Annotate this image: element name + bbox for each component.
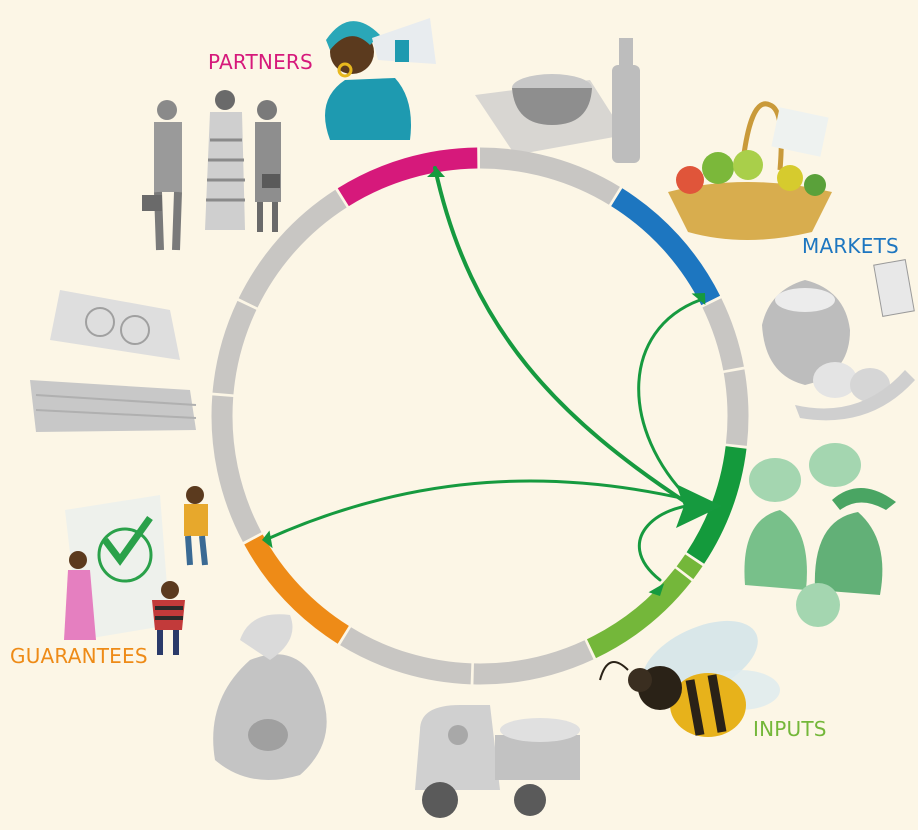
- ring-segment-inputs-light: [586, 568, 692, 659]
- flow-arrowhead-inputs: [676, 484, 722, 528]
- ring-segment-inputs-light: [676, 554, 703, 580]
- ring-segment-inputs: [686, 446, 747, 564]
- guarantee-certificate-illustration: [64, 486, 208, 655]
- label-markets: MARKETS: [802, 234, 899, 258]
- label-partners: PARTNERS: [208, 50, 313, 74]
- flow-start-guarantees: [262, 530, 273, 549]
- ring-segment-base: [212, 300, 257, 395]
- ring-segment-base: [340, 627, 472, 685]
- ring-segment-base: [473, 640, 594, 685]
- bee-illustration: [599, 620, 780, 737]
- flow-start-markets: [691, 293, 706, 306]
- ring-segment-guarantees: [244, 534, 349, 644]
- ring-segment-markets: [611, 188, 721, 306]
- flow-from-guarantees: [263, 479, 692, 542]
- tree-stump-illustration: [213, 614, 327, 780]
- people-ideas-recycle-illustration: [744, 443, 896, 627]
- flow-from-markets: [637, 298, 702, 502]
- motor-tricycle-illustration: [415, 705, 580, 818]
- flow-from-partners: [433, 166, 692, 507]
- label-guarantees: GUARANTEES: [10, 644, 148, 668]
- business-people-illustration: [142, 90, 281, 251]
- woman-megaphone-illustration: [325, 18, 436, 140]
- central-ring: [211, 147, 749, 685]
- ring-segment-partners: [337, 147, 478, 207]
- food-bowl-bottle-illustration: [475, 38, 640, 163]
- ring-segment-base: [479, 147, 620, 205]
- flow-start-inputs-light: [648, 583, 665, 596]
- flour-eggs-bananas-illustration: [762, 259, 915, 421]
- ring-segment-base: [238, 189, 347, 308]
- ring-segment-base: [723, 369, 749, 446]
- label-inputs: INPUTS: [753, 717, 827, 741]
- ring-segment-base: [702, 298, 744, 371]
- ring-segment-base: [211, 395, 262, 543]
- flow-arrows: [262, 166, 722, 596]
- banknote-stacks-illustration: [30, 290, 197, 432]
- flow-start-partners: [427, 168, 445, 177]
- vegetable-basket-illustration: [668, 101, 832, 240]
